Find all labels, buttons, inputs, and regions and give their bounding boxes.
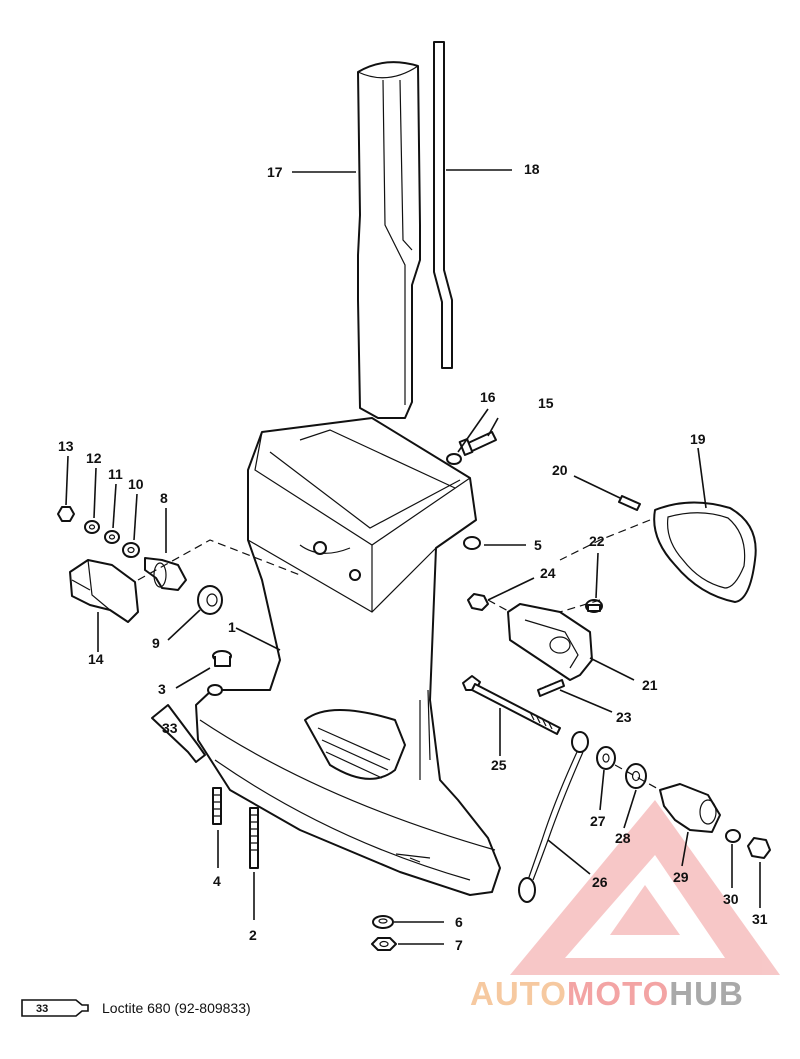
exhaust-tube-part — [357, 61, 421, 419]
loctite-tube-icon: 33 — [151, 704, 206, 763]
nut-part-5 — [463, 536, 481, 550]
nut-part-7 — [371, 937, 397, 951]
nut-part-24 — [467, 593, 489, 611]
screw-part-20 — [618, 495, 641, 511]
washer-part-6 — [372, 915, 394, 929]
washer-part-30 — [725, 829, 741, 843]
callout-labels: 17 18 1 4 2 3 5 6 7 8 9 10 11 12 13 14 1… — [58, 161, 768, 953]
driveshaft-housing-part — [195, 417, 501, 896]
label-26: 26 — [592, 874, 608, 890]
stud-part-2 — [249, 807, 259, 869]
label-28: 28 — [615, 830, 631, 846]
nut-part-13 — [57, 506, 75, 522]
washer-part-12 — [84, 520, 100, 534]
label-6: 6 — [455, 914, 463, 930]
label-18: 18 — [524, 161, 540, 177]
mount-part-8 — [144, 557, 187, 591]
label-29: 29 — [673, 869, 689, 885]
stud-part-4 — [212, 787, 222, 825]
label-8: 8 — [160, 490, 168, 506]
label-25: 25 — [491, 757, 507, 773]
washer-part-27 — [596, 746, 616, 770]
watermark-hub: HUB — [669, 975, 744, 1012]
shift-rod-part — [433, 41, 453, 369]
nut-part-31 — [747, 837, 771, 859]
label-9: 9 — [152, 635, 160, 651]
mount-part-29 — [659, 783, 721, 833]
label-14: 14 — [88, 651, 104, 667]
screw-part-22 — [585, 599, 603, 613]
label-5: 5 — [534, 537, 542, 553]
label-4: 4 — [213, 873, 221, 889]
screw-part-15 — [458, 431, 497, 456]
watermark-auto: AUTO — [470, 975, 567, 1012]
watermark-text: AUTOMOTOHUB — [470, 975, 744, 1013]
label-16: 16 — [480, 389, 496, 405]
label-21: 21 — [642, 677, 658, 693]
ground-strap-part-26 — [518, 731, 589, 903]
label-3: 3 — [158, 681, 166, 697]
bolt-part-25 — [462, 675, 561, 735]
label-30: 30 — [723, 891, 739, 907]
washer-part-10 — [122, 542, 140, 558]
washer-part-16 — [446, 453, 462, 465]
label-13: 13 — [58, 438, 74, 454]
leader-lines — [65, 169, 761, 945]
watermark-moto: MOTO — [566, 975, 670, 1012]
label-22: 22 — [589, 533, 605, 549]
label-11: 11 — [108, 466, 123, 482]
label-19: 19 — [690, 431, 706, 447]
washer-part-11 — [104, 530, 120, 544]
label-7: 7 — [455, 937, 463, 953]
label-1: 1 — [228, 619, 236, 635]
legend-text: Loctite 680 (92-809833) — [102, 1000, 251, 1016]
label-17: 17 — [267, 164, 283, 180]
label-27: 27 — [590, 813, 606, 829]
label-31: 31 — [752, 911, 768, 927]
tube-label: 33 — [162, 720, 178, 736]
legend: 33 Loctite 680 (92-809833) — [20, 996, 251, 1020]
plug-part — [212, 650, 232, 667]
legend-tube-icon: 33 — [21, 999, 89, 1017]
label-23: 23 — [616, 709, 632, 725]
spring-part-23 — [537, 679, 565, 697]
bracket-part-14 — [69, 559, 139, 623]
cover-part-19 — [653, 501, 757, 603]
washer-part-28 — [625, 763, 647, 789]
mount-part-9 — [197, 585, 223, 615]
label-20: 20 — [552, 462, 568, 478]
label-2: 2 — [249, 927, 257, 943]
label-15: 15 — [538, 395, 554, 411]
label-10: 10 — [128, 476, 144, 492]
retainer-part-21 — [507, 603, 593, 681]
label-12: 12 — [86, 450, 102, 466]
label-24: 24 — [540, 565, 556, 581]
watermark-logo-icon — [510, 800, 780, 975]
legend-tube-number: 33 — [36, 1003, 48, 1015]
